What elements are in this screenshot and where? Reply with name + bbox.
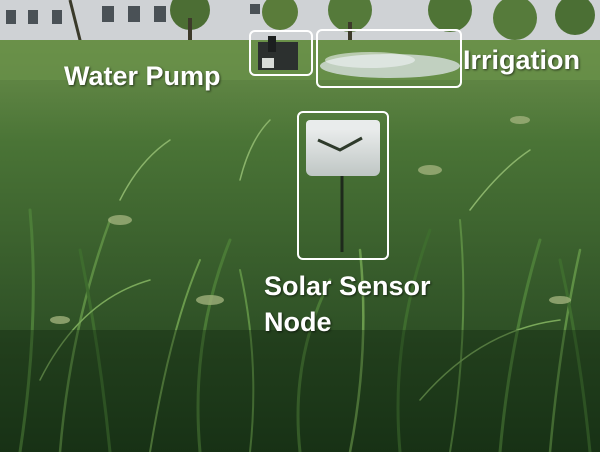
water-pump-box [249, 30, 313, 76]
solar-sensor-node-box [297, 111, 389, 260]
water-pump-device [258, 36, 298, 70]
trees [68, 0, 595, 62]
water-pump-label: Water Pump [64, 61, 221, 91]
irrigation-label: Irrigation [463, 45, 581, 75]
solar-sensor-label-line2: Node [264, 307, 332, 337]
solar-sensor-label-line1: Solar Sensor [264, 271, 431, 301]
irrigation-spray [320, 52, 460, 78]
irrigation-box [316, 29, 462, 88]
solar-sensor-node [306, 120, 380, 252]
